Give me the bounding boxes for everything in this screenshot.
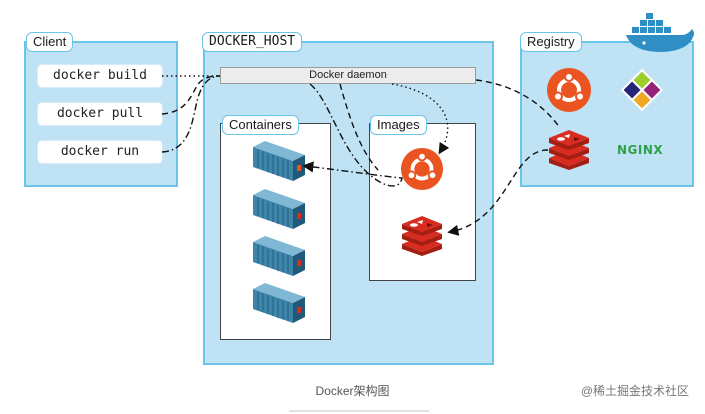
watermark: @稀土掘金技术社区 xyxy=(580,384,689,398)
caption-underline xyxy=(289,410,429,412)
container-icon xyxy=(253,236,305,276)
containers-title: Containers xyxy=(222,115,299,135)
image-ubuntu-icon xyxy=(400,147,444,191)
images-title: Images xyxy=(370,115,427,135)
docker-daemon[interactable]: Docker daemon xyxy=(220,67,476,84)
client-title: Client xyxy=(26,32,74,52)
docker-host-title: DOCKER_HOST xyxy=(202,32,303,52)
nginx-logo: NGINX xyxy=(617,143,664,157)
container-icon xyxy=(253,141,305,181)
registry-title: Registry xyxy=(520,32,582,52)
registry-ubuntu-icon xyxy=(547,68,591,112)
image-redis-icon xyxy=(402,216,442,256)
docker-run-command[interactable]: docker run xyxy=(38,141,162,163)
diagram-caption: Docker架构图 xyxy=(315,384,390,398)
container-icon xyxy=(253,283,305,323)
docker-pull-command[interactable]: docker pull xyxy=(38,103,162,125)
container-icon xyxy=(253,189,305,229)
docker-build-command[interactable]: docker build xyxy=(38,65,162,87)
docker-whale-logo xyxy=(626,13,695,52)
registry-redis-icon xyxy=(549,130,589,170)
centos-icon xyxy=(620,68,664,112)
